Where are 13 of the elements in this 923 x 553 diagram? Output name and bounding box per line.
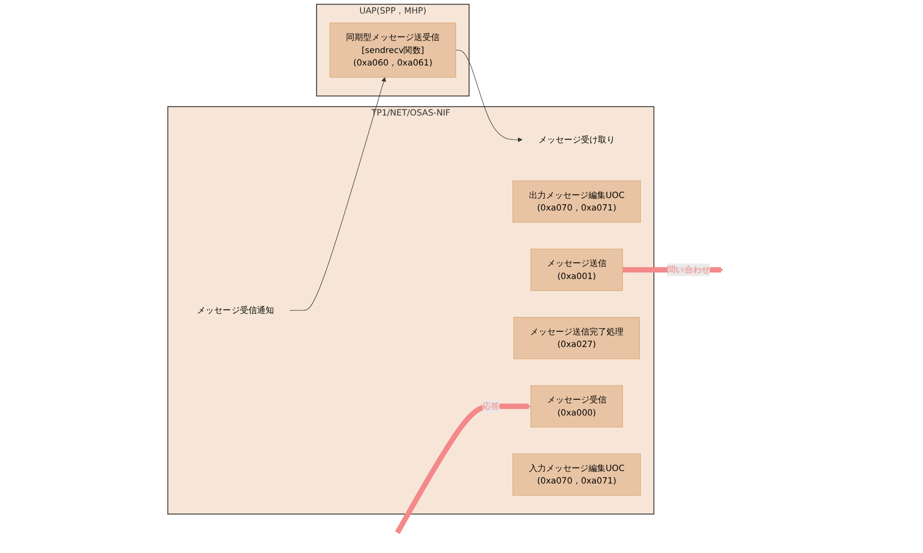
node-box: 入力メッセージ編集UOC (0xa070，0xa071) (512, 454, 641, 496)
node-box: 出力メッセージ編集UOC (0xa070，0xa071) (512, 180, 641, 223)
node-text: メッセージ受信通知 (197, 305, 274, 316)
edge-label: 応答 (482, 401, 500, 412)
edge-label: 問い合わせ (667, 264, 710, 275)
node-box: 同期型メッセージ送受信 [sendrecv関数] (0xa060，0xa061) (330, 22, 456, 78)
node-box: メッセージ送信完了処理 (0xa027) (514, 317, 640, 360)
node-box: メッセージ受信 (0xa000) (530, 385, 623, 428)
arrow (456, 50, 522, 142)
node-box: メッセージ送信 (0xa001) (530, 248, 623, 291)
arrow (290, 77, 386, 311)
arrow (395, 404, 532, 534)
node-text: メッセージ受け取り (538, 134, 616, 145)
